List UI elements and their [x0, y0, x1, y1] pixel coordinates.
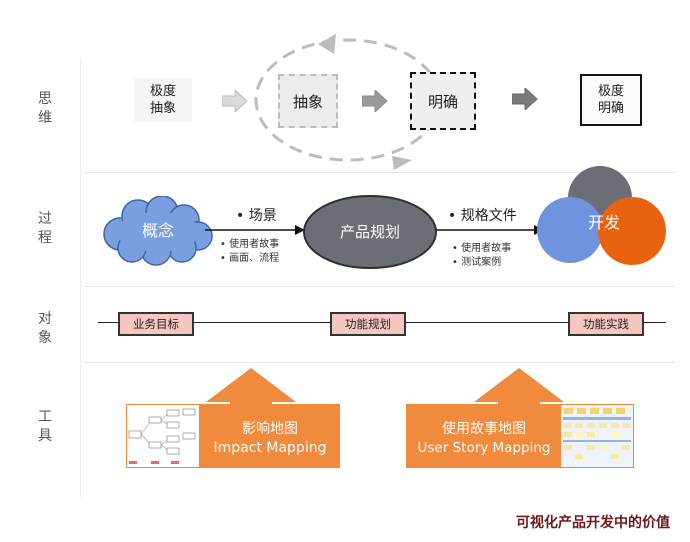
- planning-label: 产品规划: [302, 218, 438, 244]
- spec-bullet-2: • 测试案例: [452, 257, 502, 268]
- tag-feature-practice-text: 功能实践: [583, 317, 629, 331]
- scenario-bullet-2: • 画面、流程: [220, 253, 280, 264]
- impact-up-arrow: [206, 368, 296, 408]
- row-label-process: 过程: [30, 210, 60, 248]
- gray-arrow-2: [362, 90, 388, 112]
- impact-cn-label-text: 影响地图: [242, 421, 298, 437]
- row-divider-3: [84, 362, 674, 363]
- row-divider-1: [84, 172, 674, 173]
- thinking-extreme-abstract-text: 极度 抽象: [149, 84, 176, 116]
- spec-bullets: • 使用者故事 • 测试案例: [452, 242, 511, 270]
- thinking-extreme-abstract: 极度 抽象: [134, 78, 192, 122]
- story-mapping-box: 使用故事地图 User Story Mapping: [406, 404, 634, 468]
- scenario-bullet-1: • 使用者故事: [220, 239, 280, 250]
- develop-label: 开发: [574, 208, 634, 234]
- spec-title: • 规格文件: [448, 205, 517, 225]
- row-label-object-text: 对象: [38, 311, 52, 346]
- tag-feature-plan: 功能规划: [330, 312, 406, 336]
- thinking-abstract: 抽象: [278, 74, 338, 128]
- process-arrow-1: [205, 225, 305, 235]
- row-label-object: 对象: [30, 310, 60, 348]
- story-cn-label: 使用故事地图: [406, 418, 562, 438]
- impact-en-label-text: Impact Mapping: [213, 440, 327, 456]
- impact-en-label: Impact Mapping: [200, 440, 340, 456]
- develop-label-text: 开发: [587, 213, 620, 232]
- concept-label-text: 概念: [141, 221, 174, 240]
- tag-feature-plan-text: 功能规划: [345, 317, 391, 331]
- impact-map-thumbnail: [127, 405, 199, 467]
- story-cn-label-text: 使用故事地图: [442, 421, 526, 437]
- row-label-tool: 工具: [30, 408, 60, 446]
- story-up-arrow: [474, 368, 564, 408]
- row-label-process-text: 过程: [38, 211, 52, 246]
- spec-bullet-1: • 使用者故事: [452, 243, 512, 254]
- figure-caption: 可视化产品开发中的价值: [516, 512, 670, 532]
- thinking-clear-text: 明确: [427, 92, 458, 111]
- thinking-abstract-text: 抽象: [292, 92, 323, 111]
- spec-title-text: • 规格文件: [448, 208, 517, 224]
- thinking-extreme-clear: 极度 明确: [580, 74, 642, 126]
- thinking-extreme-clear-text: 极度 明确: [597, 84, 624, 116]
- story-en-label: User Story Mapping: [406, 440, 562, 456]
- tag-business-goal-text: 业务目标: [133, 317, 179, 331]
- story-en-label-text: User Story Mapping: [417, 440, 551, 456]
- row-label-thinking: 思维: [30, 90, 60, 128]
- scenario-title-text: • 场景: [236, 208, 277, 224]
- tag-feature-practice: 功能实践: [568, 312, 644, 336]
- impact-mapping-box: 影响地图 Impact Mapping: [126, 404, 340, 468]
- vertical-divider: [80, 58, 81, 498]
- develop-venn: [537, 166, 666, 265]
- tag-business-goal: 业务目标: [118, 312, 194, 336]
- row-label-thinking-text: 思维: [38, 91, 52, 126]
- row-divider-2: [84, 286, 674, 287]
- story-map-thumbnail: [561, 405, 633, 467]
- impact-cn-label: 影响地图: [200, 418, 340, 438]
- planning-label-text: 产品规划: [339, 222, 400, 241]
- scenario-title: • 场景: [236, 205, 277, 225]
- gray-arrow-1: [222, 90, 248, 112]
- figure-caption-text: 可视化产品开发中的价值: [516, 515, 670, 531]
- concept-label: 概念: [118, 216, 198, 242]
- concept-cloud: [103, 196, 213, 266]
- thinking-clear: 明确: [410, 72, 476, 130]
- row-label-tool-text: 工具: [38, 409, 52, 444]
- gray-arrow-3: [512, 88, 538, 110]
- planning-ellipse: [303, 195, 437, 269]
- scenario-bullets: • 使用者故事 • 画面、流程: [220, 238, 279, 266]
- process-arrow-2: [436, 225, 544, 235]
